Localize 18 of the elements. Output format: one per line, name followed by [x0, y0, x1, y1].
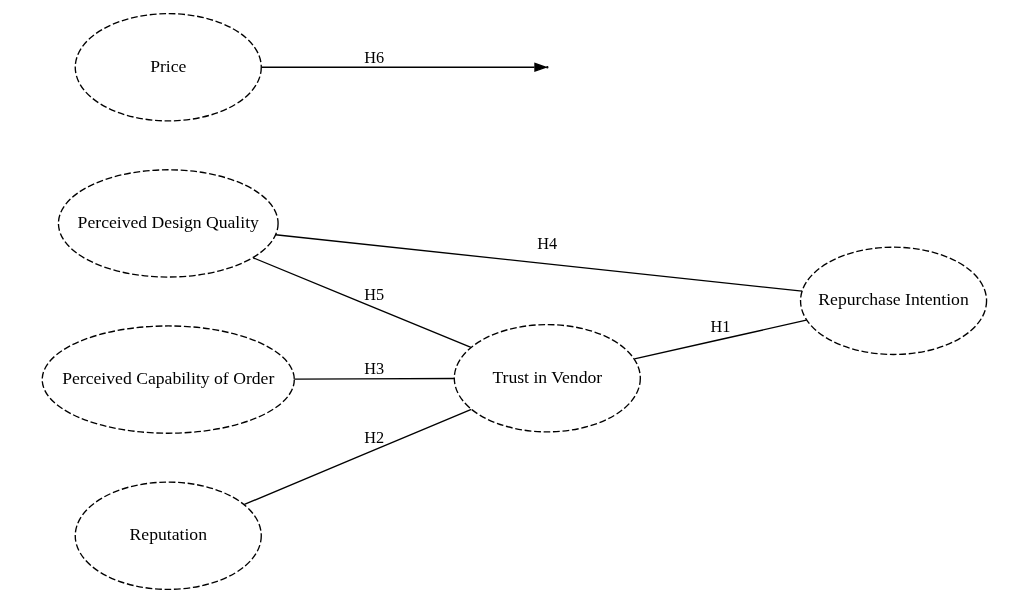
- connector: [243, 408, 472, 506]
- arrow: [260, 62, 548, 73]
- node-ellipse: Price: [74, 12, 262, 122]
- edge-label: H4: [536, 233, 557, 253]
- edge-label: H1: [709, 316, 730, 336]
- edge-label: H6: [363, 47, 384, 67]
- node-ellipse: Perceived Design Quality: [57, 169, 279, 278]
- connector: [633, 319, 807, 360]
- edge-label: H2: [363, 427, 384, 447]
- edge-label: H3: [363, 358, 384, 378]
- node-ellipse: Repurchase Intention: [799, 246, 987, 356]
- node-ellipse: Perceived Capability of Order: [41, 325, 295, 434]
- node-ellipse: Reputation: [74, 481, 262, 591]
- connector: [274, 234, 803, 292]
- connector: [293, 377, 455, 380]
- connector: [251, 257, 472, 349]
- edge-label: H5: [363, 285, 384, 305]
- node-ellipse: Trust in Vendor: [453, 323, 641, 433]
